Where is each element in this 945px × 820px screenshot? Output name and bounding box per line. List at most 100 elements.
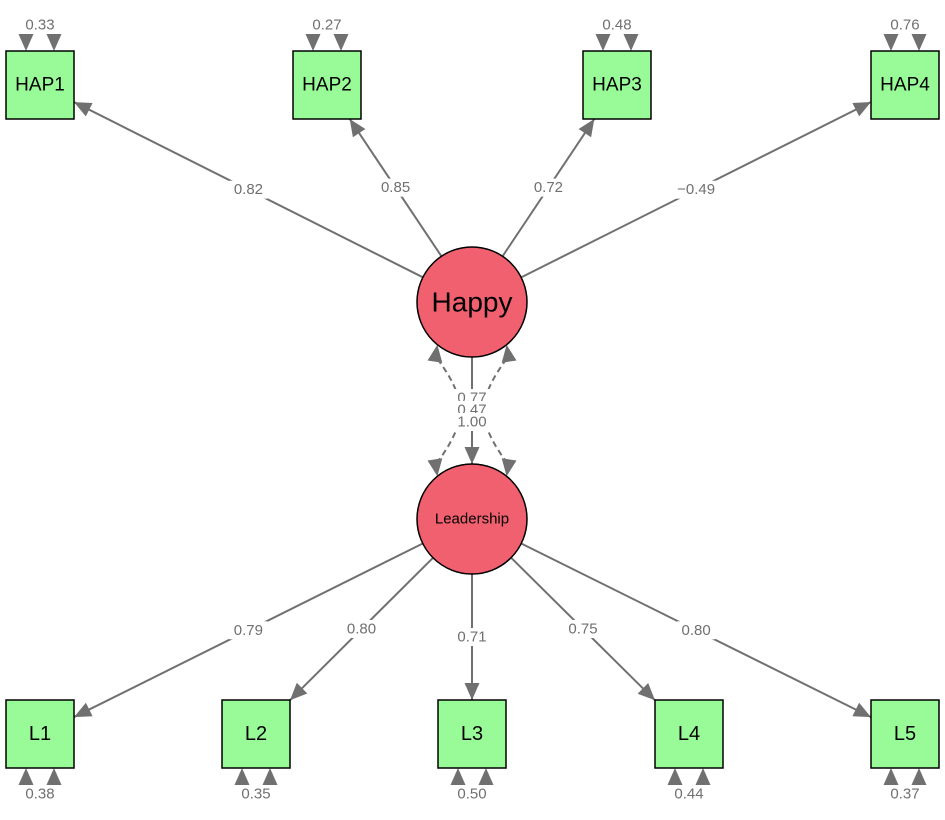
manifest-node-l2: L2 xyxy=(221,699,291,769)
manifest-node-l4: L4 xyxy=(654,699,724,769)
residual-label-l5-bg xyxy=(885,785,925,803)
manifest-label-hap1: HAP1 xyxy=(15,75,65,96)
loading-label-l3: 0.71 xyxy=(457,629,486,646)
residual-label-hap2: 0.27 xyxy=(312,17,341,34)
manifest-box-hap2 xyxy=(292,50,362,120)
loading-label-hap3: 0.72 xyxy=(534,179,563,196)
residual-label-l5: 0.37 xyxy=(890,786,919,803)
residual-label-hap1-group: 0.33 xyxy=(20,16,60,34)
residual-arrowhead-right-l4 xyxy=(695,768,711,785)
manifest-label-hap2: HAP2 xyxy=(302,75,352,96)
manifest-box-hap3 xyxy=(582,50,652,120)
residual-arrowhead-right-l1 xyxy=(46,768,62,785)
manifest-label-l4: L4 xyxy=(678,723,700,745)
residual-label-l2-bg xyxy=(236,785,276,803)
loading-label-hap2: 0.85 xyxy=(381,179,410,196)
manifest-box-l2 xyxy=(221,699,291,769)
latent-label-leadership: Leadership xyxy=(435,511,509,528)
residual-label-l2-group: 0.35 xyxy=(236,785,276,803)
residual-arrowhead-left-hap3 xyxy=(595,34,611,51)
loading-label-hap2-group: 0.85 xyxy=(376,178,415,197)
loading-arrowhead-l3 xyxy=(464,683,480,700)
regression-arrowhead xyxy=(464,447,480,464)
residual-arrowhead-right-hap1 xyxy=(46,34,62,51)
loading-label-hap3-group: 0.72 xyxy=(529,178,568,197)
residual-arrowhead-right-l5 xyxy=(911,768,927,785)
residual-label-hap4-bg xyxy=(885,16,925,34)
loading-label-l3-group: 0.71 xyxy=(452,628,492,646)
manifest-label-hap4: HAP4 xyxy=(880,75,930,96)
residual-label-hap3-group: 0.48 xyxy=(597,16,637,34)
loading-label-l4: 0.75 xyxy=(568,621,597,638)
latent-covariance-curve-right xyxy=(483,358,508,463)
residual-label-hap1-bg xyxy=(20,16,60,34)
loading-label-hap1-bg xyxy=(229,180,268,199)
residual-label-l3-bg xyxy=(452,785,492,803)
loading-arrowhead-hap4 xyxy=(852,102,871,117)
loading-label-hap3-bg xyxy=(529,178,568,197)
loading-arrowhead-l2 xyxy=(290,682,308,701)
manifest-box-l3 xyxy=(437,699,507,769)
latent-node-happy: Happy xyxy=(416,246,528,358)
manifest-node-hap2: HAP2 xyxy=(292,50,362,120)
loading-arrowhead-l5 xyxy=(852,702,871,718)
regression-label-bg xyxy=(452,413,492,431)
residual-label-l3: 0.50 xyxy=(457,786,486,803)
manifest-box-l1 xyxy=(5,699,75,769)
loading-label-hap4-group: −0.49 xyxy=(672,180,720,199)
covariance-arrowhead-top-right xyxy=(501,344,517,363)
latent-circle-leadership xyxy=(416,463,528,575)
manifest-node-l5: L5 xyxy=(870,699,940,769)
loading-label-hap4: −0.49 xyxy=(677,181,715,198)
manifest-node-hap3: HAP3 xyxy=(582,50,652,120)
loading-label-l1: 0.79 xyxy=(234,622,263,639)
residual-arrowhead-left-hap4 xyxy=(883,34,899,51)
residual-arrowhead-right-hap3 xyxy=(623,34,639,51)
regression-label-group: 1.00 xyxy=(452,413,492,431)
manifest-node-l3: L3 xyxy=(437,699,507,769)
residual-arrowhead-left-l1 xyxy=(18,768,34,785)
residual-label-hap3-bg xyxy=(597,16,637,34)
manifest-box-hap4 xyxy=(870,50,940,120)
residual-arrowhead-right-hap2 xyxy=(333,34,349,51)
regression-label: 1.00 xyxy=(457,414,486,431)
loading-arrowhead-l1 xyxy=(74,702,93,718)
residual-arrowhead-right-l3 xyxy=(478,768,494,785)
manifest-node-hap1: HAP1 xyxy=(5,50,75,120)
residual-label-hap1: 0.33 xyxy=(25,17,54,34)
residual-label-l1-bg xyxy=(20,785,60,803)
residual-arrowhead-left-l3 xyxy=(450,768,466,785)
residual-arrowhead-left-l2 xyxy=(234,768,250,785)
residual-label-l1: 0.38 xyxy=(25,786,54,803)
loading-label-l1-bg xyxy=(229,621,268,640)
loading-label-l2-group: 0.80 xyxy=(342,619,381,638)
manifest-label-l3: L3 xyxy=(461,723,483,745)
loading-label-hap1: 0.82 xyxy=(234,181,263,198)
latent-circle-happy xyxy=(416,246,528,358)
loading-label-l1-group: 0.79 xyxy=(229,621,268,640)
residual-label-l5-group: 0.37 xyxy=(885,785,925,803)
manifest-box-l4 xyxy=(654,699,724,769)
residual-label-l3-group: 0.50 xyxy=(452,785,492,803)
residual-arrowhead-right-hap4 xyxy=(911,34,927,51)
manifest-label-l2: L2 xyxy=(245,723,267,745)
loading-arrowhead-hap3 xyxy=(578,119,595,138)
loading-label-l4-bg xyxy=(563,620,603,639)
latent-covariance-curve-left xyxy=(436,358,461,463)
latent-label-happy: Happy xyxy=(432,287,513,318)
latent-node-leadership: Leadership xyxy=(416,463,528,575)
loading-arrowhead-hap1 xyxy=(74,102,93,117)
residual-label-hap3: 0.48 xyxy=(602,17,631,34)
loading-label-hap4-bg xyxy=(672,180,720,199)
residual-arrowhead-left-hap1 xyxy=(18,34,34,51)
manifest-label-l5: L5 xyxy=(894,723,916,745)
residual-label-hap2-bg xyxy=(307,16,347,34)
residual-arrowhead-right-l2 xyxy=(262,768,278,785)
loading-arrowhead-l4 xyxy=(637,683,655,701)
loading-label-l5-bg xyxy=(676,621,716,640)
loading-label-hap1-group: 0.82 xyxy=(229,180,268,199)
covariance-arrowhead-bottom-right xyxy=(501,458,517,477)
